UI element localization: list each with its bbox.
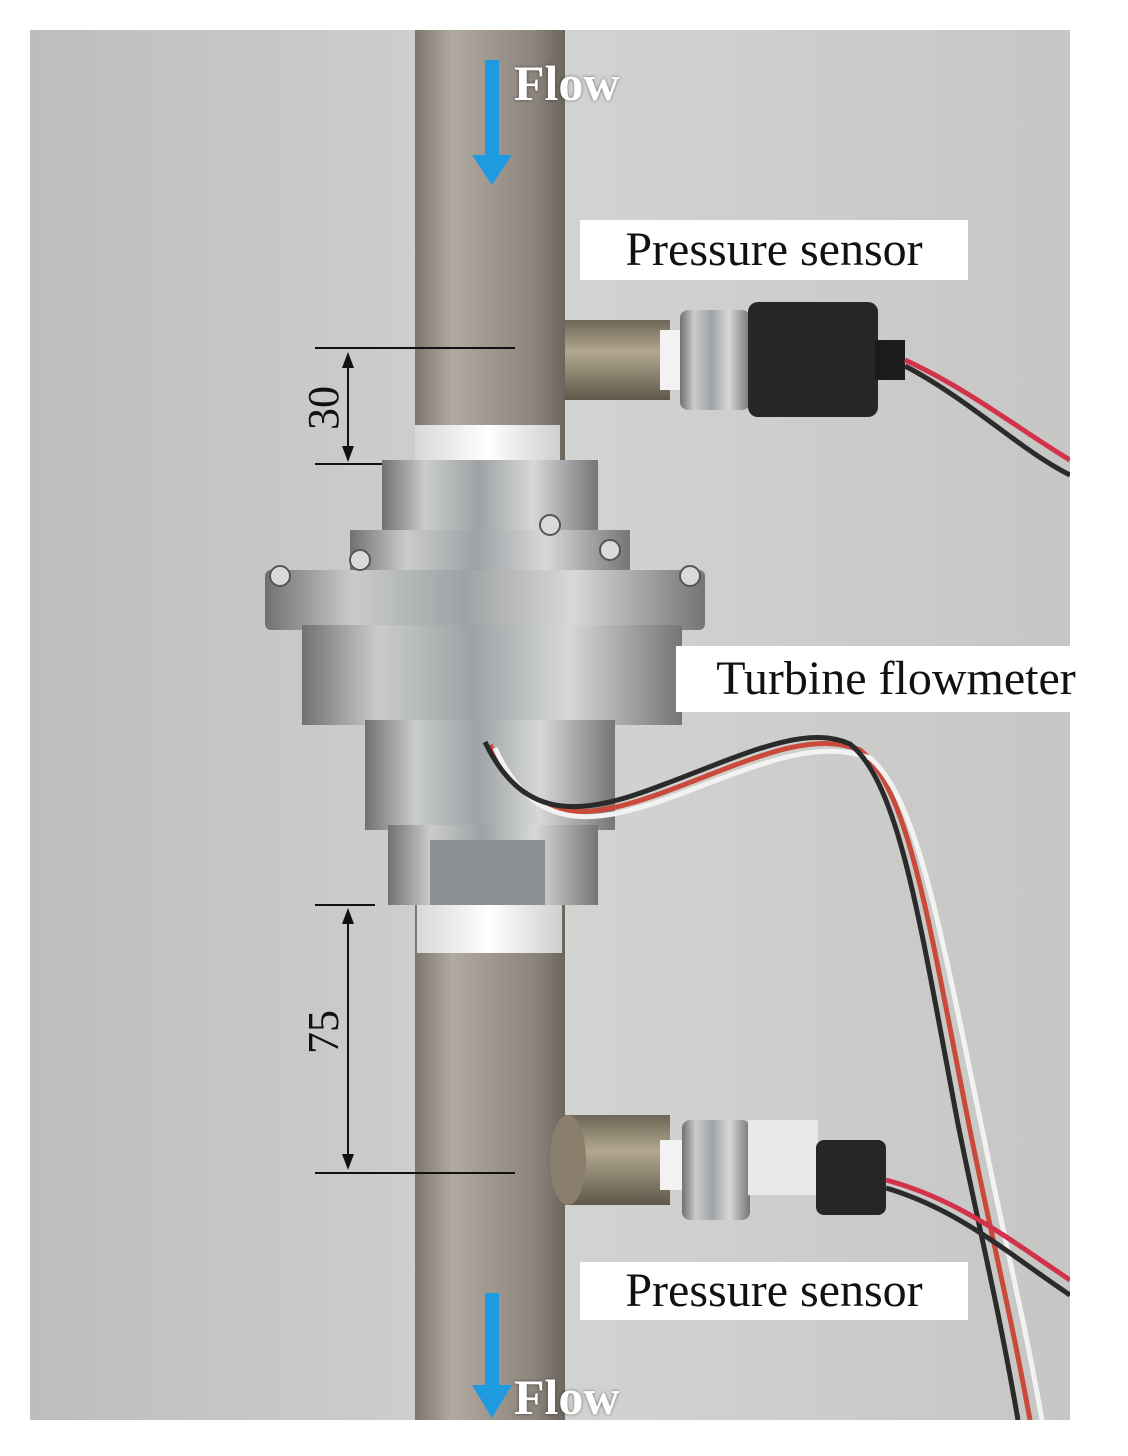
pressure-sensor-label-top: Pressure sensor [580, 220, 968, 280]
flow-label-top: Flow [514, 55, 620, 111]
flow-arrow-top-icon [472, 60, 512, 185]
turbine-flowmeter-label: Turbine flowmeter [676, 646, 1116, 712]
dimension-label-downstream: 75 [299, 1010, 348, 1054]
dimension-label-upstream: 30 [299, 386, 348, 430]
flow-label-bottom: Flow [514, 1369, 620, 1425]
flow-arrow-bottom-icon [472, 1293, 512, 1418]
pressure-sensor-label-bottom: Pressure sensor [580, 1262, 968, 1320]
